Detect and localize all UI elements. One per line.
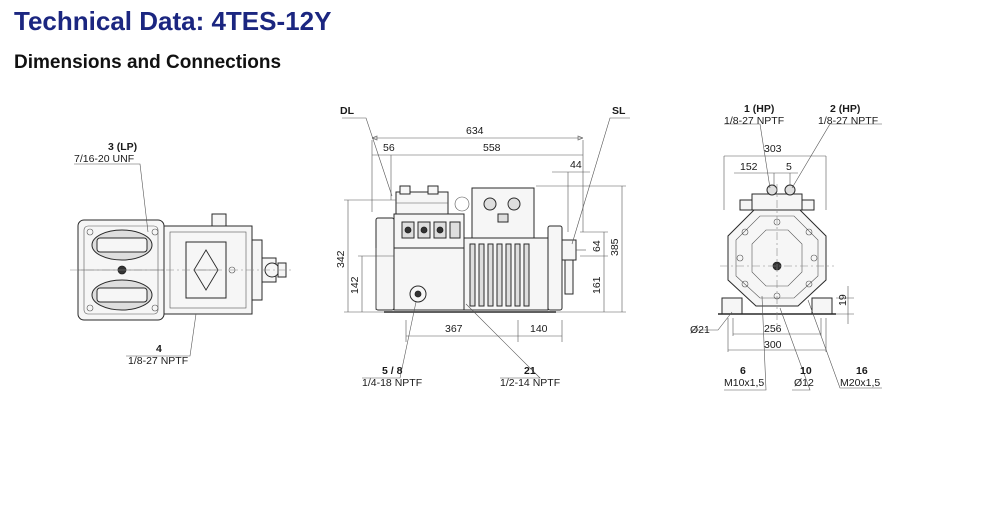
callout-21-spec: 1/2-14 NPTF (500, 377, 560, 389)
section-title: Dimensions and Connections (14, 52, 282, 73)
dim-558: 558 (483, 142, 501, 154)
side-view (342, 117, 630, 379)
callout-4-spec: 1/8-27 NPTF (128, 355, 188, 367)
front-view (692, 123, 882, 391)
callout-6-label: 6 (740, 365, 746, 377)
side-view-crankcase (393, 247, 465, 311)
side-view-end-cap (375, 217, 395, 311)
dim-161: 161 (591, 276, 603, 294)
callout-5-8-label: 5 / 8 (382, 365, 403, 377)
side-view-terminal-box (471, 187, 535, 239)
callout-16-spec: M20x1,5 (840, 377, 880, 389)
side-view-cooling-fins (469, 243, 530, 307)
callout-3-lp-spec: 7/16-20 UNF (74, 153, 134, 165)
dim-5: 5 (786, 161, 792, 173)
front-view-crankcase (727, 207, 827, 307)
page-title: Technical Data: 4TES-12Y (14, 6, 332, 36)
callout-dl-label: DL (340, 105, 355, 117)
callout-4-label: 4 (156, 343, 162, 355)
callout-1-hp-label: 1 (HP) (744, 103, 774, 115)
dim-634: 634 (466, 125, 484, 137)
dim-142: 142 (349, 276, 361, 294)
dim-342: 342 (335, 250, 347, 268)
dim-152: 152 (740, 161, 758, 173)
callout-21-label: 21 (524, 365, 536, 377)
dim-367: 367 (445, 323, 463, 335)
dim-385: 385 (609, 238, 621, 256)
callout-10-spec: Ø12 (794, 377, 814, 389)
callout-6-spec: M10x1,5 (724, 377, 764, 389)
dim-64: 64 (591, 240, 603, 252)
dim-d21: Ø21 (690, 324, 710, 336)
dim-56: 56 (383, 142, 395, 154)
dim-140: 140 (530, 323, 548, 335)
callout-sl-label: SL (612, 105, 626, 117)
callout-1-hp-spec: 1/8-27 NPTF (724, 115, 784, 127)
callout-10-label: 10 (800, 365, 812, 377)
callout-2-hp-label: 2 (HP) (830, 103, 860, 115)
callout-3-lp-label: 3 (LP) (108, 141, 137, 153)
dim-19: 19 (837, 294, 849, 306)
callout-16-label: 16 (856, 365, 868, 377)
side-view-suction-valve (561, 239, 577, 261)
dim-44: 44 (570, 159, 582, 171)
dim-300: 300 (764, 339, 782, 351)
callout-5-8-spec: 1/4-18 NPTF (362, 377, 422, 389)
dim-256: 256 (764, 323, 782, 335)
top-view (70, 163, 292, 357)
callout-2-hp-spec: 1/8-27 NPTF (818, 115, 878, 127)
dim-303: 303 (764, 143, 782, 155)
